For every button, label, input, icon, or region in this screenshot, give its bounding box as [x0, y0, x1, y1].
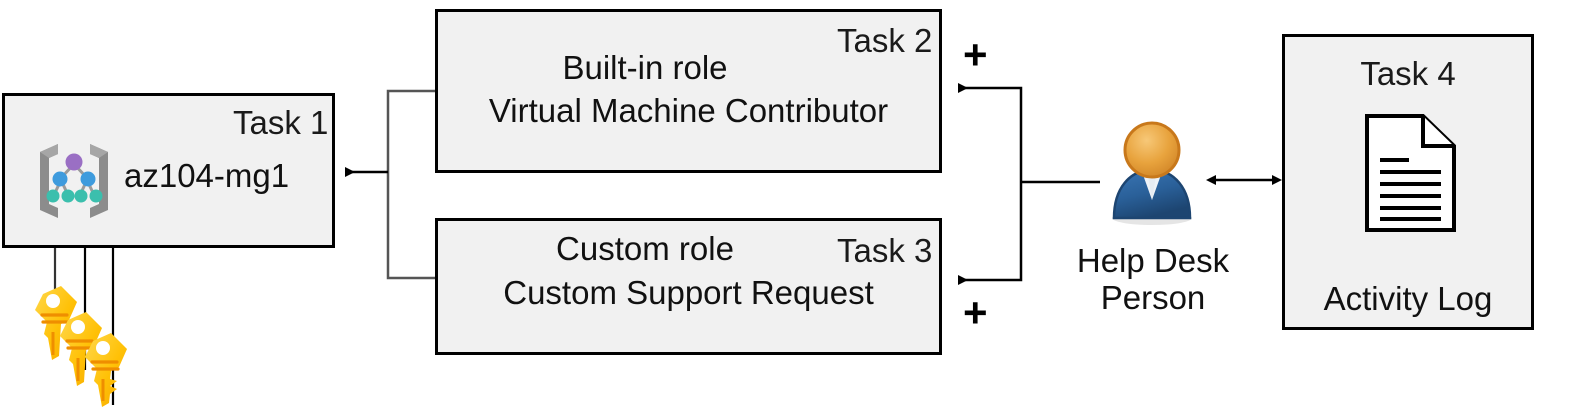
person-caption-line1: Help Desk	[1076, 242, 1230, 279]
plus-bottom: +	[963, 289, 988, 336]
keys-icon	[20, 282, 135, 409]
task3-line2: Custom Support Request	[503, 274, 874, 311]
task1-name: az104-mg1	[124, 157, 290, 194]
person-caption: Help Desk Person	[1058, 242, 1248, 317]
document-icon	[1363, 112, 1458, 234]
user-icon	[1104, 118, 1200, 226]
task3-label: Task 3	[837, 232, 933, 269]
task3-line1: Custom role	[556, 230, 734, 267]
management-group-icon	[30, 138, 118, 223]
task2-box[interactable]	[435, 9, 942, 173]
task4-caption: Activity Log	[1323, 280, 1493, 317]
plus-top: +	[963, 31, 988, 78]
task2-line1: Built-in role	[562, 49, 728, 86]
task1-label: Task 1	[233, 104, 329, 141]
person-caption-line2: Person	[1100, 278, 1206, 316]
task2-line2: Virtual Machine Contributor	[488, 92, 889, 129]
task1-box[interactable]	[2, 93, 335, 248]
task3-box[interactable]	[435, 218, 942, 355]
task2-label: Task 2	[837, 22, 933, 59]
connector-roles-to-managementgroup	[345, 89, 435, 280]
task4-label: Task 4	[1360, 55, 1456, 92]
